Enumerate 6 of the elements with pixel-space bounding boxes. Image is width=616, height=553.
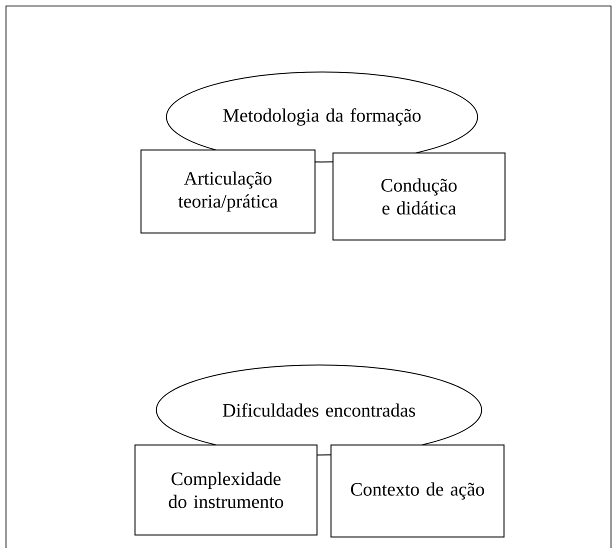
text-box: Contexto de ação [330, 444, 504, 538]
text-box: Articulação teoria/prática [140, 150, 316, 234]
ellipse-node: Metodologia da formação [166, 72, 478, 162]
text-box: Condução e didática [332, 152, 506, 240]
ellipse-node: Dificuldades encontradas [156, 364, 482, 456]
text-box: Complexidade do instrumento [134, 444, 318, 536]
